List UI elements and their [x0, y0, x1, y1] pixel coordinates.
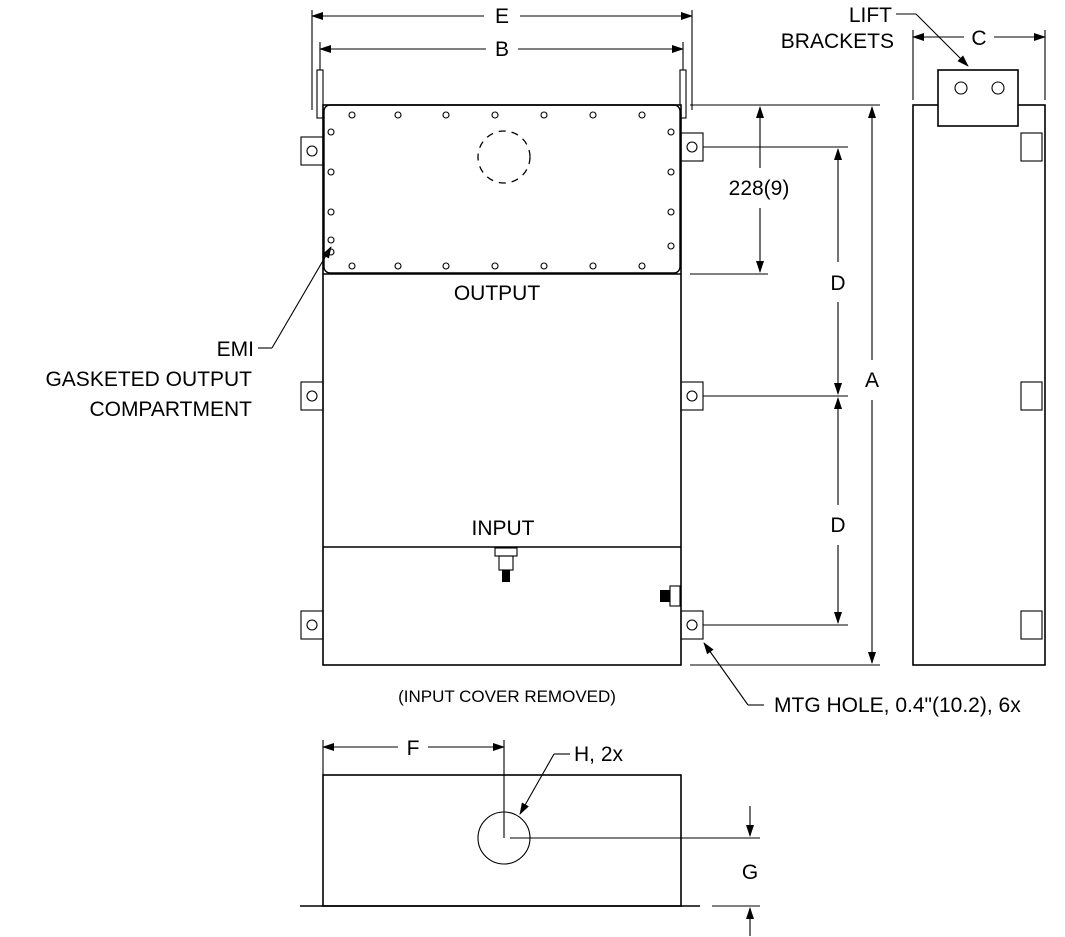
label-f: F [407, 737, 420, 760]
lift-brackets-label-1: LIFT [849, 4, 892, 27]
side-view [912, 69, 1046, 666]
emi-label-2: GASKETED OUTPUT [45, 368, 252, 391]
leaders [258, 13, 969, 815]
dimension-g [510, 806, 760, 936]
label-d-upper: D [830, 272, 845, 295]
output-compartment [323, 104, 681, 274]
gasket-screws [327, 111, 675, 270]
label-a: A [865, 369, 879, 392]
lift-bracket [937, 69, 1019, 127]
dimension-output-offset [690, 104, 880, 275]
label-b: B [495, 38, 509, 61]
label-h: H, 2x [574, 743, 624, 766]
emi-label-3: COMPARTMENT [89, 398, 252, 421]
input-cover-note: (INPUT COVER REMOVED) [398, 687, 616, 706]
dimension-f [322, 740, 505, 838]
dimension-b [319, 42, 684, 70]
label-c: C [971, 27, 986, 50]
ground-stud [660, 585, 681, 607]
lift-brackets-label-2: BRACKETS [781, 30, 894, 53]
mtg-hole-label: MTG HOLE, 0.4"(10.2), 6x [774, 694, 1021, 717]
side-body [912, 104, 1046, 666]
input-label: INPUT [472, 517, 535, 540]
knockout-circle [477, 130, 531, 184]
label-d-lower: D [830, 514, 845, 537]
left-lift-tab [316, 69, 324, 119]
emi-label-1: EMI [217, 338, 254, 361]
output-label: OUTPUT [454, 282, 541, 305]
dimension-d [703, 146, 848, 626]
label-output-offset: 228(9) [729, 177, 790, 200]
input-stud [494, 547, 518, 582]
bottom-body [322, 774, 682, 907]
label-g: G [742, 861, 758, 884]
dimension-a [690, 106, 880, 666]
front-view [300, 69, 704, 666]
label-e: E [495, 5, 509, 28]
dimension-e [311, 10, 693, 110]
bottom-view [300, 774, 700, 907]
